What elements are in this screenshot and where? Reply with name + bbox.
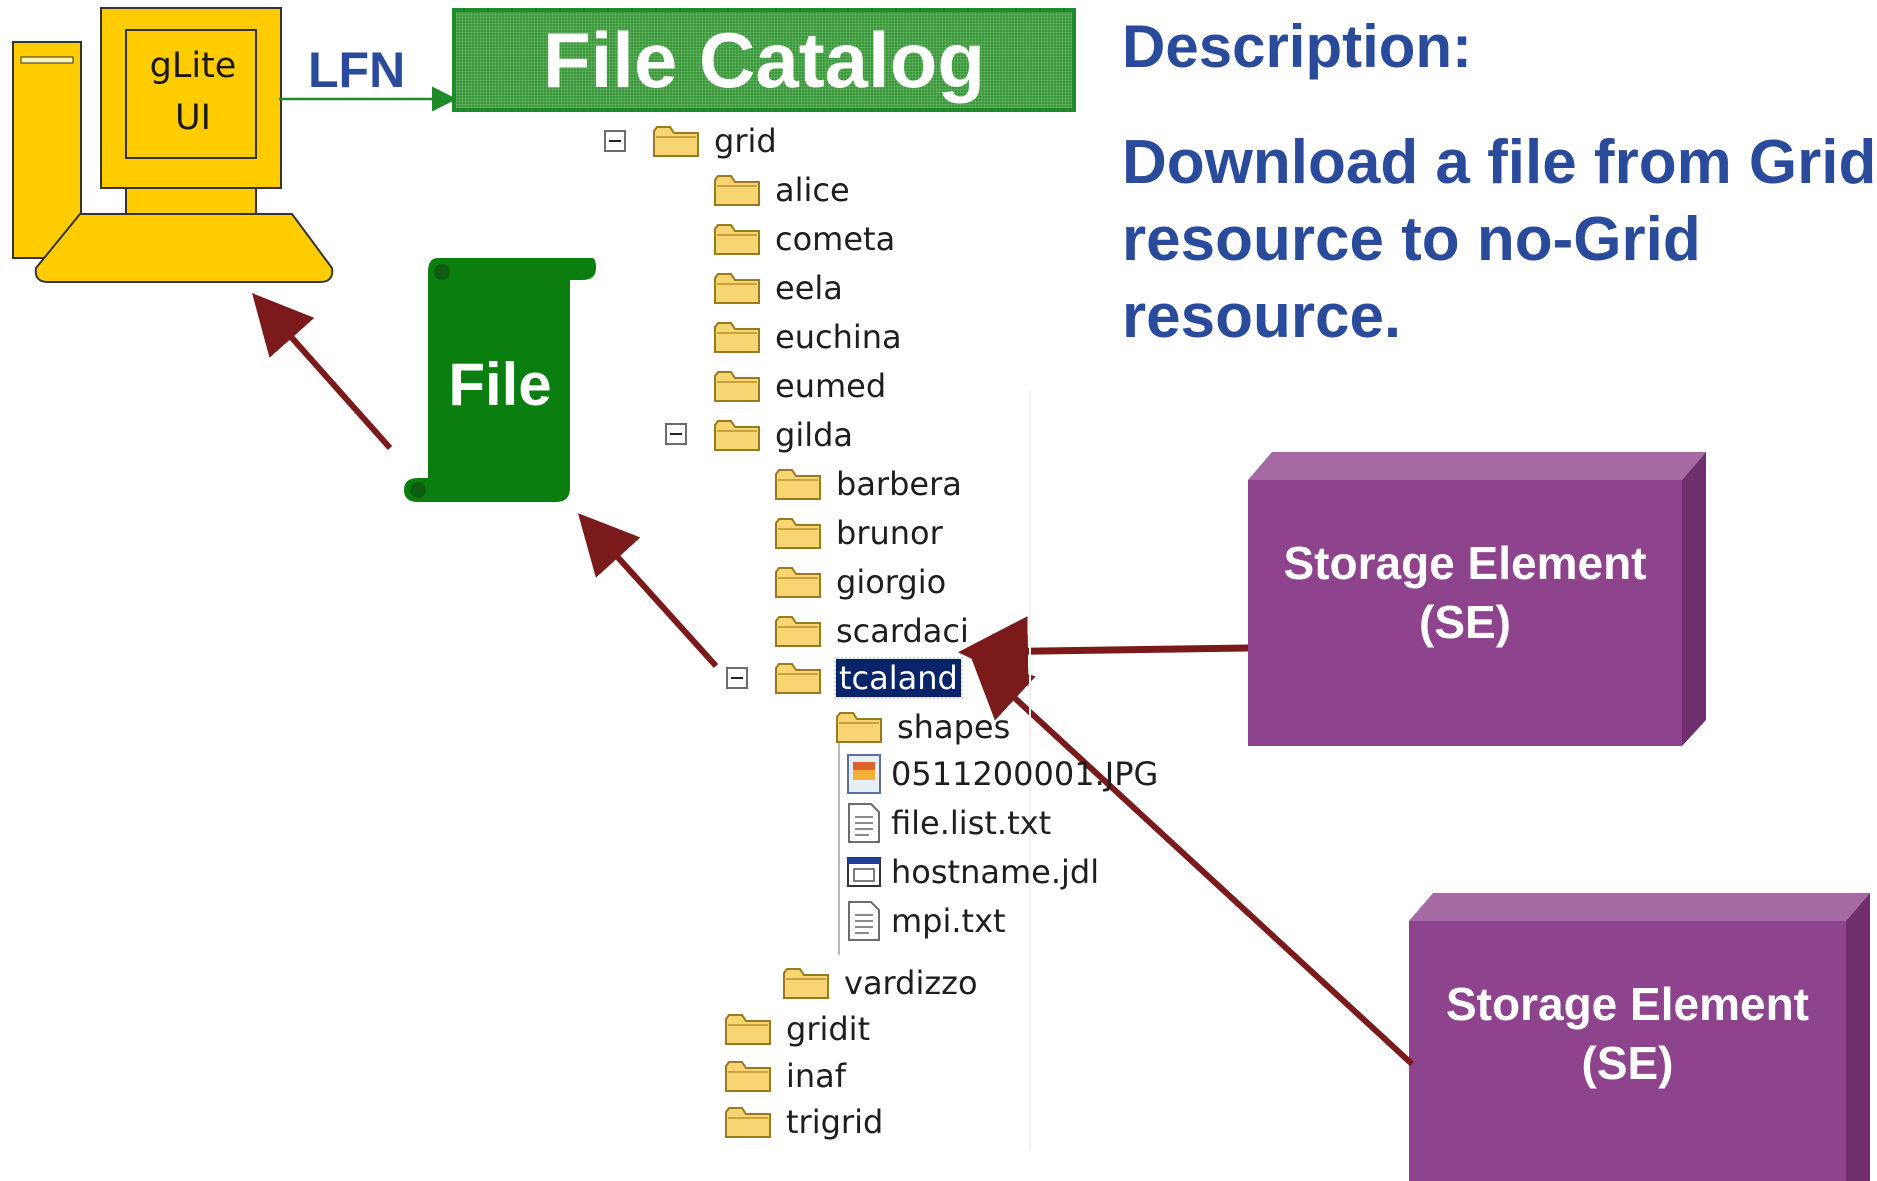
tree-item-eela[interactable]: eela	[713, 266, 843, 310]
folder-icon	[775, 663, 821, 694]
description-title: Description:	[1122, 13, 1473, 80]
tree-label: trigrid	[786, 1103, 884, 1141]
storage-element-1-label: Storage Element (SE)	[1248, 534, 1682, 652]
folder-icon	[725, 1061, 771, 1092]
arrow-se2-to-tcaland	[971, 657, 1415, 1067]
tree-label: eumed	[775, 367, 887, 405]
tree-label: gilda	[775, 416, 854, 454]
text-file-icon	[848, 803, 880, 843]
folder-icon	[775, 616, 821, 647]
collapse-grid-toggle[interactable]	[604, 130, 626, 152]
tree-item-barbera[interactable]: barbera	[774, 462, 962, 506]
tree-item-tcaland[interactable]: tcaland	[774, 656, 963, 700]
tree-label: hostname.jdl	[891, 853, 1100, 891]
tree-label: gridit	[786, 1010, 871, 1048]
arrow-file-to-ui	[252, 293, 393, 450]
tree-item-inaf[interactable]: inaf	[724, 1054, 846, 1098]
file-catalog-banner: File Catalog	[452, 8, 1076, 112]
tree-item-gilda[interactable]: gilda	[713, 413, 853, 457]
glite-label: gLite	[149, 46, 237, 86]
tree-item-gridit[interactable]: gridit	[724, 1007, 870, 1051]
tree-label: 0511200001.JPG	[891, 755, 1159, 793]
folder-icon	[725, 1014, 771, 1045]
tree-item-euchina[interactable]: euchina	[713, 315, 902, 359]
collapse-gilda-toggle[interactable]	[665, 423, 687, 445]
tree-label: grid	[714, 122, 777, 160]
folder-icon	[714, 224, 760, 255]
collapse-tcaland-toggle[interactable]	[726, 667, 748, 689]
tree-label: euchina	[775, 318, 902, 356]
storage-element-1-abbr: (SE)	[1419, 596, 1511, 648]
tree-item-shapes[interactable]: shapes	[835, 705, 1010, 749]
tree-item-trigrid[interactable]: trigrid	[724, 1100, 883, 1144]
tree-label: inaf	[786, 1057, 847, 1095]
tree-label-selected: tcaland	[834, 657, 963, 699]
folder-icon	[775, 469, 821, 500]
tree-item-scardaci[interactable]: scardaci	[774, 609, 969, 653]
folder-icon	[714, 371, 760, 402]
description-text: Download a file from Grid resource to no…	[1122, 128, 1877, 351]
tree-item-jpg-file[interactable]: 0511200001.JPG	[845, 752, 1158, 796]
tree-label: brunor	[836, 514, 943, 552]
tree-item-cometa[interactable]: cometa	[713, 217, 895, 261]
file-scroll-icon	[404, 258, 596, 502]
folder-icon	[775, 518, 821, 549]
storage-element-1-title: Storage Element	[1283, 537, 1647, 589]
folder-icon	[725, 1107, 771, 1138]
tree-label: eela	[775, 269, 843, 307]
storage-element-2	[1409, 893, 1870, 1181]
storage-element-1	[1248, 452, 1706, 746]
tree-label: mpi.txt	[891, 902, 1006, 940]
tree-label: file.list.txt	[891, 804, 1052, 842]
image-file-icon	[847, 754, 881, 794]
folder-icon	[714, 322, 760, 353]
tree-label: cometa	[775, 220, 896, 258]
computer-icon	[12, 7, 334, 283]
folder-icon	[783, 968, 829, 999]
storage-element-2-title: Storage Element	[1446, 978, 1809, 1030]
tree-item-brunor[interactable]: brunor	[774, 511, 943, 555]
ui-label: UI	[175, 98, 211, 138]
folder-icon	[714, 420, 760, 451]
tree-item-grid[interactable]: grid	[652, 119, 777, 163]
text-file-icon	[848, 901, 880, 941]
tree-label: vardizzo	[844, 964, 978, 1002]
storage-element-2-label: Storage Element (SE)	[1409, 975, 1846, 1093]
tree-label: scardaci	[836, 612, 969, 650]
file-label: File	[448, 351, 552, 418]
lfn-label: LFN	[308, 42, 406, 98]
arrow-se1-to-tcaland	[958, 616, 1249, 687]
tree-item-hostname-jdl[interactable]: hostname.jdl	[845, 850, 1099, 894]
storage-element-2-abbr: (SE)	[1581, 1037, 1674, 1089]
tree-item-file-list[interactable]: file.list.txt	[845, 801, 1051, 845]
tree-item-alice[interactable]: alice	[713, 168, 850, 212]
tree-label: barbera	[836, 465, 962, 503]
folder-icon	[714, 175, 760, 206]
tree-item-eumed[interactable]: eumed	[713, 364, 886, 408]
tree-item-vardizzo[interactable]: vardizzo	[782, 961, 978, 1005]
tree-label: shapes	[897, 708, 1011, 746]
folder-icon	[653, 126, 699, 157]
tree-item-mpi-txt[interactable]: mpi.txt	[845, 899, 1006, 943]
application-file-icon	[847, 857, 881, 887]
tree-label: giorgio	[836, 563, 947, 601]
folder-icon	[714, 273, 760, 304]
tree-label: alice	[775, 171, 850, 209]
arrow-se-to-file	[577, 513, 719, 669]
folder-icon	[775, 567, 821, 598]
tree-item-giorgio[interactable]: giorgio	[774, 560, 946, 604]
folder-icon	[836, 712, 882, 743]
